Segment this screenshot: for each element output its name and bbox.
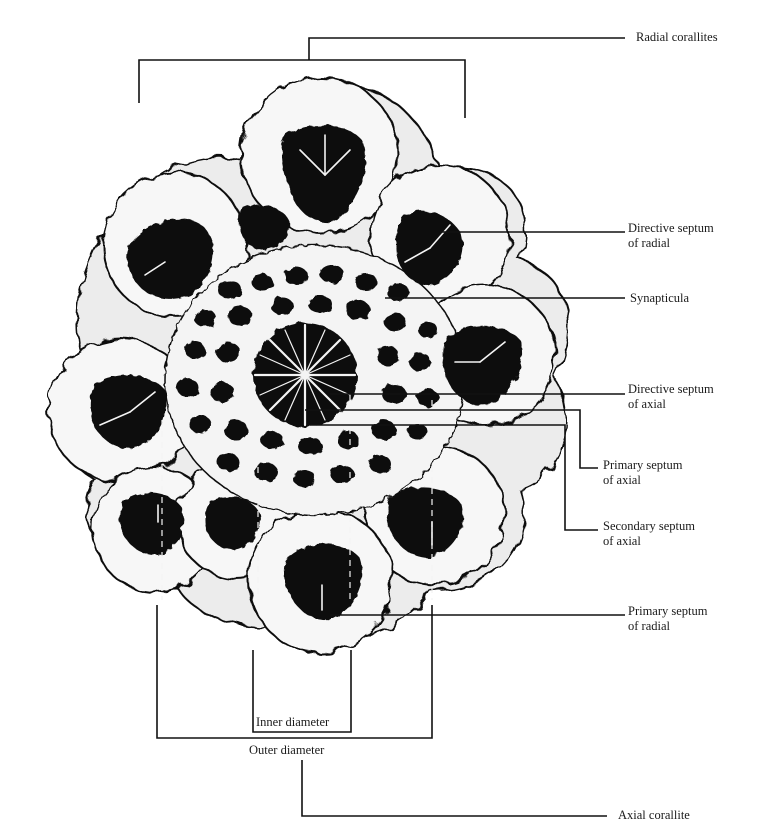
label-radial-corallites: Radial corallites [636,30,718,45]
label-directive-septum-radial: Directive septum of radial [628,221,714,251]
radial-corallites-leader [309,38,625,60]
label-secondary-septum-axial: Secondary septum of axial [603,519,695,549]
label-primary-septum-axial: Primary septum of axial [603,458,683,488]
label-synapticula: Synapticula [630,291,689,306]
label-axial-corallite: Axial corallite [618,808,690,823]
label-directive-septum-axial: Directive septum of axial [628,382,714,412]
label-primary-septum-radial: Primary septum of radial [628,604,708,634]
label-inner-diameter: Inner diameter [256,715,329,730]
axial-corallite-calice [253,323,357,427]
label-outer-diameter: Outer diameter [249,743,324,758]
axial-corallite-leader [302,760,607,816]
